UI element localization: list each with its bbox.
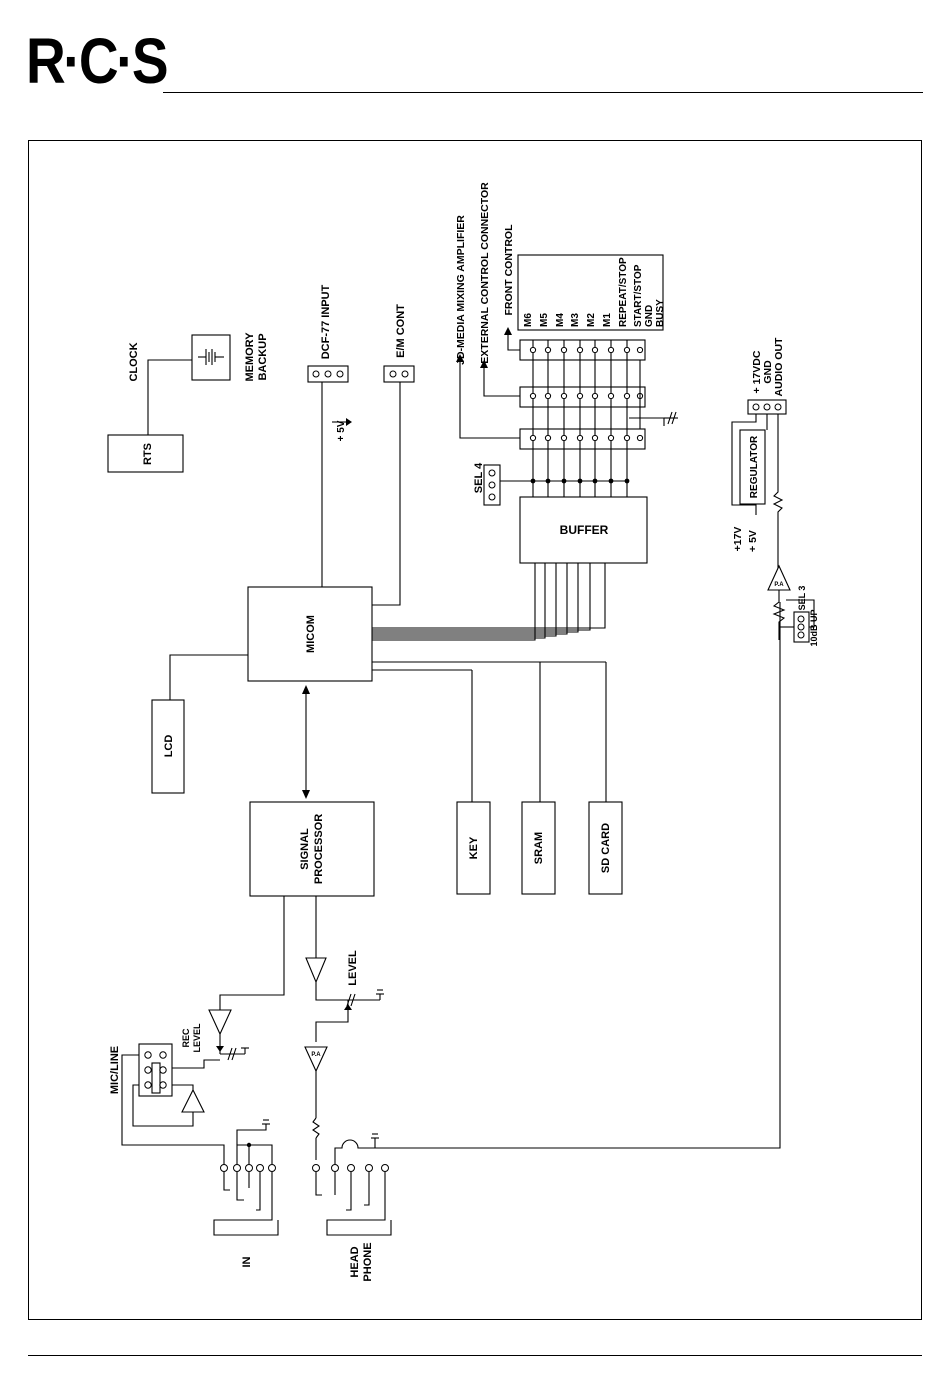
jd-media-wire (459, 360, 520, 439)
signal-label-6: REPEAT/STOP (618, 257, 629, 327)
signal-label-0: M6 (523, 313, 534, 327)
mic-preamp (181, 1088, 205, 1113)
buffer-micom-line-3 (372, 563, 568, 635)
audio-out-return-wire (358, 602, 781, 1149)
output-buffer-amp (305, 957, 327, 984)
memory-backup-label-2: BACKUP (257, 333, 269, 380)
footer-rule (28, 1355, 922, 1356)
signal-label-7: START/STOP (633, 264, 644, 327)
in-label: IN (241, 1256, 253, 1267)
lcd-label: LCD (163, 735, 175, 758)
head-phone-label-1: HEAD (349, 1246, 361, 1277)
signal-label-2: M4 (555, 313, 566, 327)
signal-processor-label-1: SIGNAL (299, 828, 311, 870)
mic-line-switch (138, 1043, 173, 1097)
front-control-label: FRONT CONTROL (503, 224, 515, 316)
signal-label-3: M3 (570, 313, 581, 327)
buffer-micom-line-6 (372, 563, 606, 629)
pa-label-1: P.A (311, 1052, 321, 1058)
control-bus (529, 340, 644, 497)
front-control-wire (507, 333, 520, 351)
pa-label-2: P.A (774, 582, 784, 588)
external-control-label: EXTERNAL CONTROL CONNECTOR (479, 182, 491, 364)
plus-5v-label: + 5V (336, 420, 347, 441)
sram-label: SRAM (533, 832, 545, 864)
memory-backup-box (191, 334, 231, 381)
buffer-micom-line-1 (372, 563, 546, 639)
em-cont-label: E/M CONT (395, 304, 407, 358)
buffer-box (519, 496, 648, 564)
sd-card-label: SD CARD (600, 823, 612, 873)
headphone-pa (304, 1046, 328, 1073)
rec-amp (208, 1009, 232, 1036)
buffer-micom-line-4 (372, 563, 579, 633)
micom-box (247, 586, 373, 682)
em-cont-group: E/M CONT (372, 304, 415, 606)
jd-media-label: JD-MEDIA MIXING AMPLIFIER (455, 215, 467, 365)
in-jack (213, 1119, 279, 1236)
power-label-audio-out: AUDIO OUT (773, 337, 785, 397)
diagram-frame (28, 140, 922, 1320)
buffer-label: BUFFER (560, 523, 609, 537)
micom-lcd-wire (169, 654, 248, 700)
buffer-micom-line-0 (372, 563, 536, 641)
sd-card-box (588, 801, 623, 895)
power-group: + 17VDC GND AUDIO OUT REGULATOR +17V + 5… (731, 337, 819, 647)
sel4-label: SEL 4 (473, 462, 485, 493)
rec-level-label-2: LEVEL (192, 1023, 202, 1053)
ground-symbol (629, 411, 678, 426)
buffer-micom-line-5 (372, 563, 591, 631)
power-label-17vdc: + 17VDC (751, 350, 763, 393)
headphone-resistor (312, 1117, 320, 1139)
signal-label-9: BUSY (655, 299, 666, 327)
rec-level-label-1: REC (181, 1028, 191, 1048)
plus-5v-reg-label: + 5V (747, 530, 759, 552)
memory-backup-label-1: MEMORY (244, 332, 256, 382)
power-label-gnd: GND (762, 360, 774, 384)
key-box (456, 801, 491, 895)
head-phone-label-2: PHONE (362, 1242, 374, 1281)
signal-processor-box (249, 801, 375, 897)
external-control-wire (483, 366, 520, 397)
buffer-micom-bus (372, 563, 606, 641)
clock-group: RTS CLOCK MEMORY BACKUP (107, 332, 269, 473)
clock-wire (147, 359, 192, 435)
ten-db-up-label: 10dB UP (809, 609, 819, 646)
sel3-label: SEL 3 (797, 586, 807, 611)
signal-list-box (517, 254, 664, 331)
rts-box (107, 434, 184, 473)
header-rule (163, 92, 923, 93)
rts-label: RTS (142, 443, 154, 465)
headphone-jack (312, 602, 781, 1236)
em-cont-connector (383, 365, 415, 383)
clock-label: CLOCK (128, 342, 140, 381)
lcd-box (151, 699, 185, 794)
micom-label: MICOM (305, 615, 317, 653)
signal-label-4: M2 (586, 313, 597, 327)
regulator-box (739, 429, 766, 505)
mic-line-label: MIC/LINE (109, 1046, 121, 1094)
signal-label-5: M1 (602, 313, 613, 327)
sram-box (521, 801, 556, 895)
signal-label-8: GND (644, 305, 655, 327)
signal-label-1: M5 (539, 313, 550, 327)
battery-icon (198, 349, 224, 365)
level-label: LEVEL (347, 950, 359, 986)
plus-17v-label: +17V (732, 527, 744, 552)
em-cont-wire (372, 382, 401, 606)
dcf77-group: DCF-77 INPUT + 5V (307, 284, 352, 587)
signal-processor-label-2: PROCESSOR (313, 814, 325, 884)
key-label: KEY (468, 836, 480, 859)
dcf77-label: DCF-77 INPUT (320, 284, 332, 359)
buffer-micom-line-2 (372, 563, 557, 637)
regulator-label: REGULATOR (749, 435, 760, 498)
